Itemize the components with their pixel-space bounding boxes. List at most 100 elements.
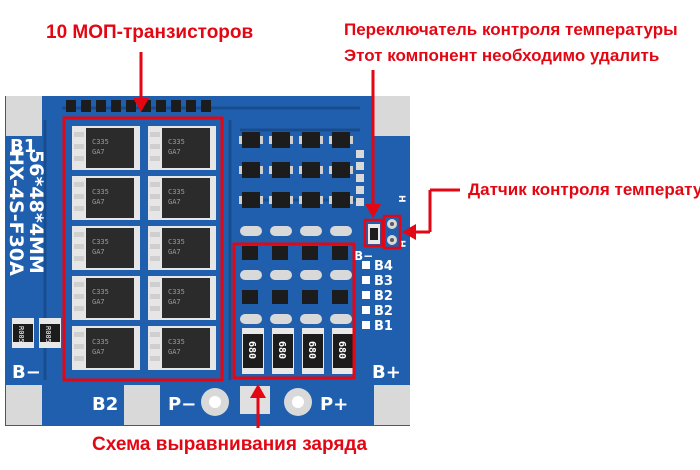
right-column-component (356, 162, 364, 170)
pad-b1 (6, 96, 42, 136)
temp-switch-body (370, 228, 378, 240)
balance-pad (362, 321, 370, 329)
caption-temp-switch-2: Этот компонент необходимо удалить (344, 46, 660, 65)
right-column-component (356, 174, 364, 182)
silk-b-minus-small: B− (354, 249, 373, 263)
mosfet-pin (150, 194, 160, 199)
mosfet-pin (150, 256, 160, 261)
resistor-680-label: 680 (276, 341, 287, 359)
control-chip-pin (239, 166, 242, 174)
control-capacitor (240, 314, 262, 324)
caption-balancing: Схема выравнивания заряда (92, 434, 368, 455)
control-chip (242, 132, 260, 148)
control-transistor (272, 290, 288, 304)
control-transistor (332, 246, 348, 260)
resistor-680-body (273, 334, 293, 368)
silk-model: HX-4S-F30A (5, 150, 27, 276)
mosfet-body (162, 328, 210, 368)
silk-size: 56*48*4MM (25, 150, 47, 274)
highlight-mosfets (62, 116, 224, 382)
control-chip (242, 192, 260, 208)
mosfet-pin (150, 282, 160, 287)
top-strip-component (126, 100, 136, 112)
silk-sensor-h1: H (396, 195, 406, 203)
resistor-r005-2-label: R005 (44, 326, 52, 343)
top-strip-component (141, 100, 151, 112)
control-chip-pin (350, 136, 353, 144)
control-chip-pin (320, 136, 323, 144)
control-chip-pin (350, 196, 353, 204)
balance-label: B2 (374, 289, 393, 304)
top-strip-component (171, 100, 181, 112)
highlight-temp-sensor (382, 214, 402, 250)
caption-temp-sensor: Датчик контроля температуры (468, 180, 700, 199)
sensor-hole-2-center (390, 238, 394, 242)
mosfet-pin (74, 294, 84, 299)
control-chip-pin (290, 196, 293, 204)
control-capacitor (240, 270, 262, 280)
control-transistor (302, 290, 318, 304)
pad-b2 (124, 385, 160, 425)
mosfet-pin (74, 256, 84, 261)
balance-pad (362, 261, 370, 269)
mosfet-marking: GA7 (168, 348, 181, 356)
highlight-balancing (232, 242, 356, 380)
mosfet-body (86, 328, 134, 368)
mosfet-marking: C335 (168, 338, 185, 346)
mosfet-marking: C335 (92, 188, 109, 196)
silk-p-minus: P− (168, 394, 196, 415)
mosfet-pin (74, 206, 84, 211)
control-capacitor (270, 314, 292, 324)
mosfet-marking: C335 (92, 338, 109, 346)
pad-b-minus (6, 385, 42, 425)
resistor-680-label: 680 (306, 341, 317, 359)
arrow-mosfets (133, 52, 149, 112)
control-chip (332, 162, 350, 178)
resistor-680-body (243, 334, 263, 368)
control-capacitor (330, 314, 352, 324)
mosfet-pin (74, 282, 84, 287)
mosfet-pin (150, 294, 160, 299)
pad-top-right (374, 96, 410, 136)
mosfet-marking: C335 (168, 138, 185, 146)
right-column-component (356, 198, 364, 206)
silk-b-minus: B− (12, 362, 41, 383)
top-strip-component (201, 100, 211, 112)
control-capacitor (270, 226, 292, 236)
silk-p-plus: P+ (320, 394, 348, 415)
control-chip (272, 192, 290, 208)
control-chip-pin (290, 166, 293, 174)
control-chip-pin (299, 196, 302, 204)
mosfet-body (162, 278, 210, 318)
right-column-component (356, 186, 364, 194)
mosfet-pin (74, 156, 84, 161)
resistor-r005-1: R005 (12, 318, 34, 348)
mosfet-pin (150, 344, 160, 349)
mosfet-marking: GA7 (92, 198, 105, 206)
mosfet-marking: C335 (92, 138, 109, 146)
mosfet-marking: C335 (92, 238, 109, 246)
mosfet-marking: C335 (92, 288, 109, 296)
silk-b-plus: B+ (372, 362, 401, 383)
control-transistor (302, 246, 318, 260)
mosfet-pin (150, 206, 160, 211)
mosfet-pin (150, 132, 160, 137)
balance-pad (362, 291, 370, 299)
control-capacitor (240, 226, 262, 236)
mosfet-marking: C335 (168, 238, 185, 246)
mosfet-body (86, 278, 134, 318)
control-chip-pin (299, 136, 302, 144)
mosfet-pin (74, 244, 84, 249)
control-transistor (272, 246, 288, 260)
balance-label: B2 (374, 304, 393, 319)
control-capacitor (300, 226, 322, 236)
control-chip (242, 162, 260, 178)
control-chip-pin (329, 136, 332, 144)
top-strip-component (81, 100, 91, 112)
mosfet-marking: GA7 (92, 348, 105, 356)
mosfet-pin (74, 132, 84, 137)
mosfet-body (86, 228, 134, 268)
mosfet-marking: C335 (168, 188, 185, 196)
mosfet-pin (74, 344, 84, 349)
